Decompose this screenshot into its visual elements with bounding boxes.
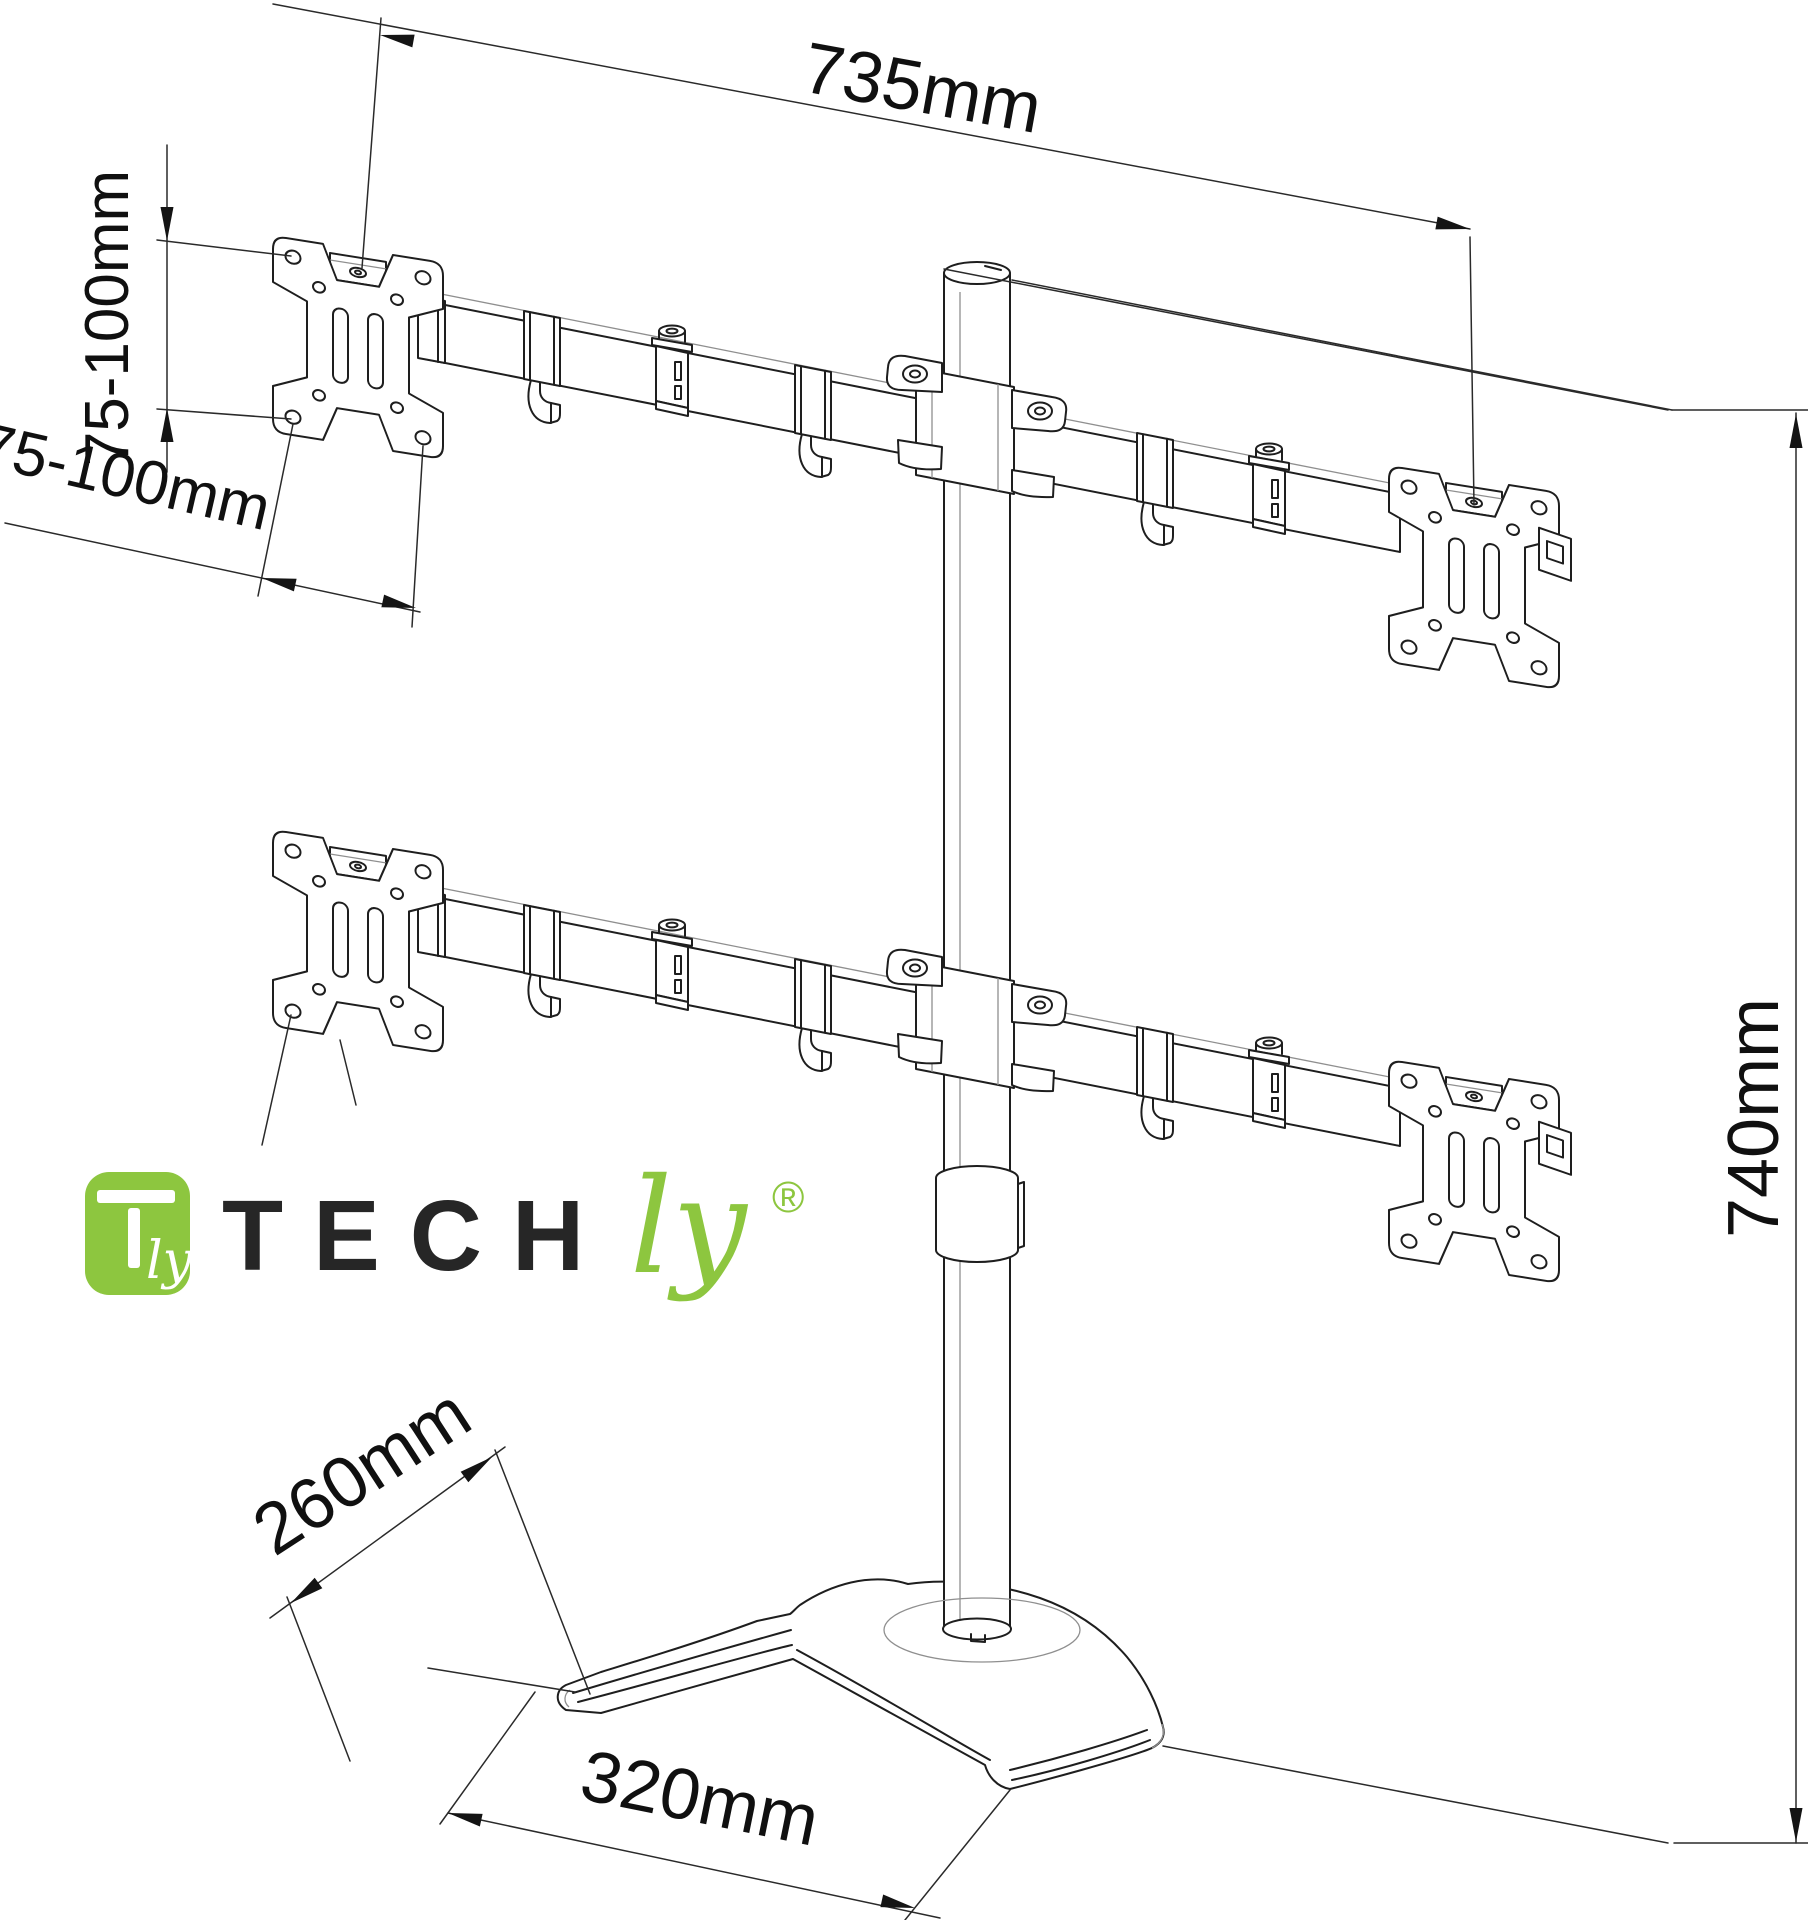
center-pole [883, 261, 1081, 1663]
dim-label-735mm: 735mm [797, 28, 1047, 149]
pedestal-base [556, 1578, 1165, 1790]
logo-text-ly: ly [630, 1150, 748, 1304]
upper-arm-row [273, 236, 1571, 691]
dim-label-vesa-vertical: 75-100mm [73, 170, 142, 466]
dimension-vesa-vertical: 75-100mm [73, 144, 292, 473]
pole-socket [942, 1617, 1012, 1641]
dimension-base-depth: 260mm [239, 1373, 591, 1762]
dim-label-740mm: 740mm [1714, 998, 1794, 1238]
logo-text-tech: TECH [222, 1180, 614, 1292]
badge-t-stem [128, 1208, 140, 1268]
dimension-vesa-horizontal: 75-100mm [0, 410, 424, 628]
pole-top-cap [943, 261, 1011, 285]
registered-trademark-icon: ® [772, 1173, 804, 1222]
badge-t-bar [97, 1190, 175, 1203]
pole-collar [935, 1165, 1025, 1263]
dim-label-320mm: 320mm [574, 1735, 825, 1861]
dim-label-260mm: 260mm [239, 1373, 484, 1571]
dimension-height: 740mm [943, 268, 1808, 1844]
badge-script-ly: ly [146, 1231, 193, 1291]
techly-logo: ly TECH ly ® [85, 1150, 804, 1304]
